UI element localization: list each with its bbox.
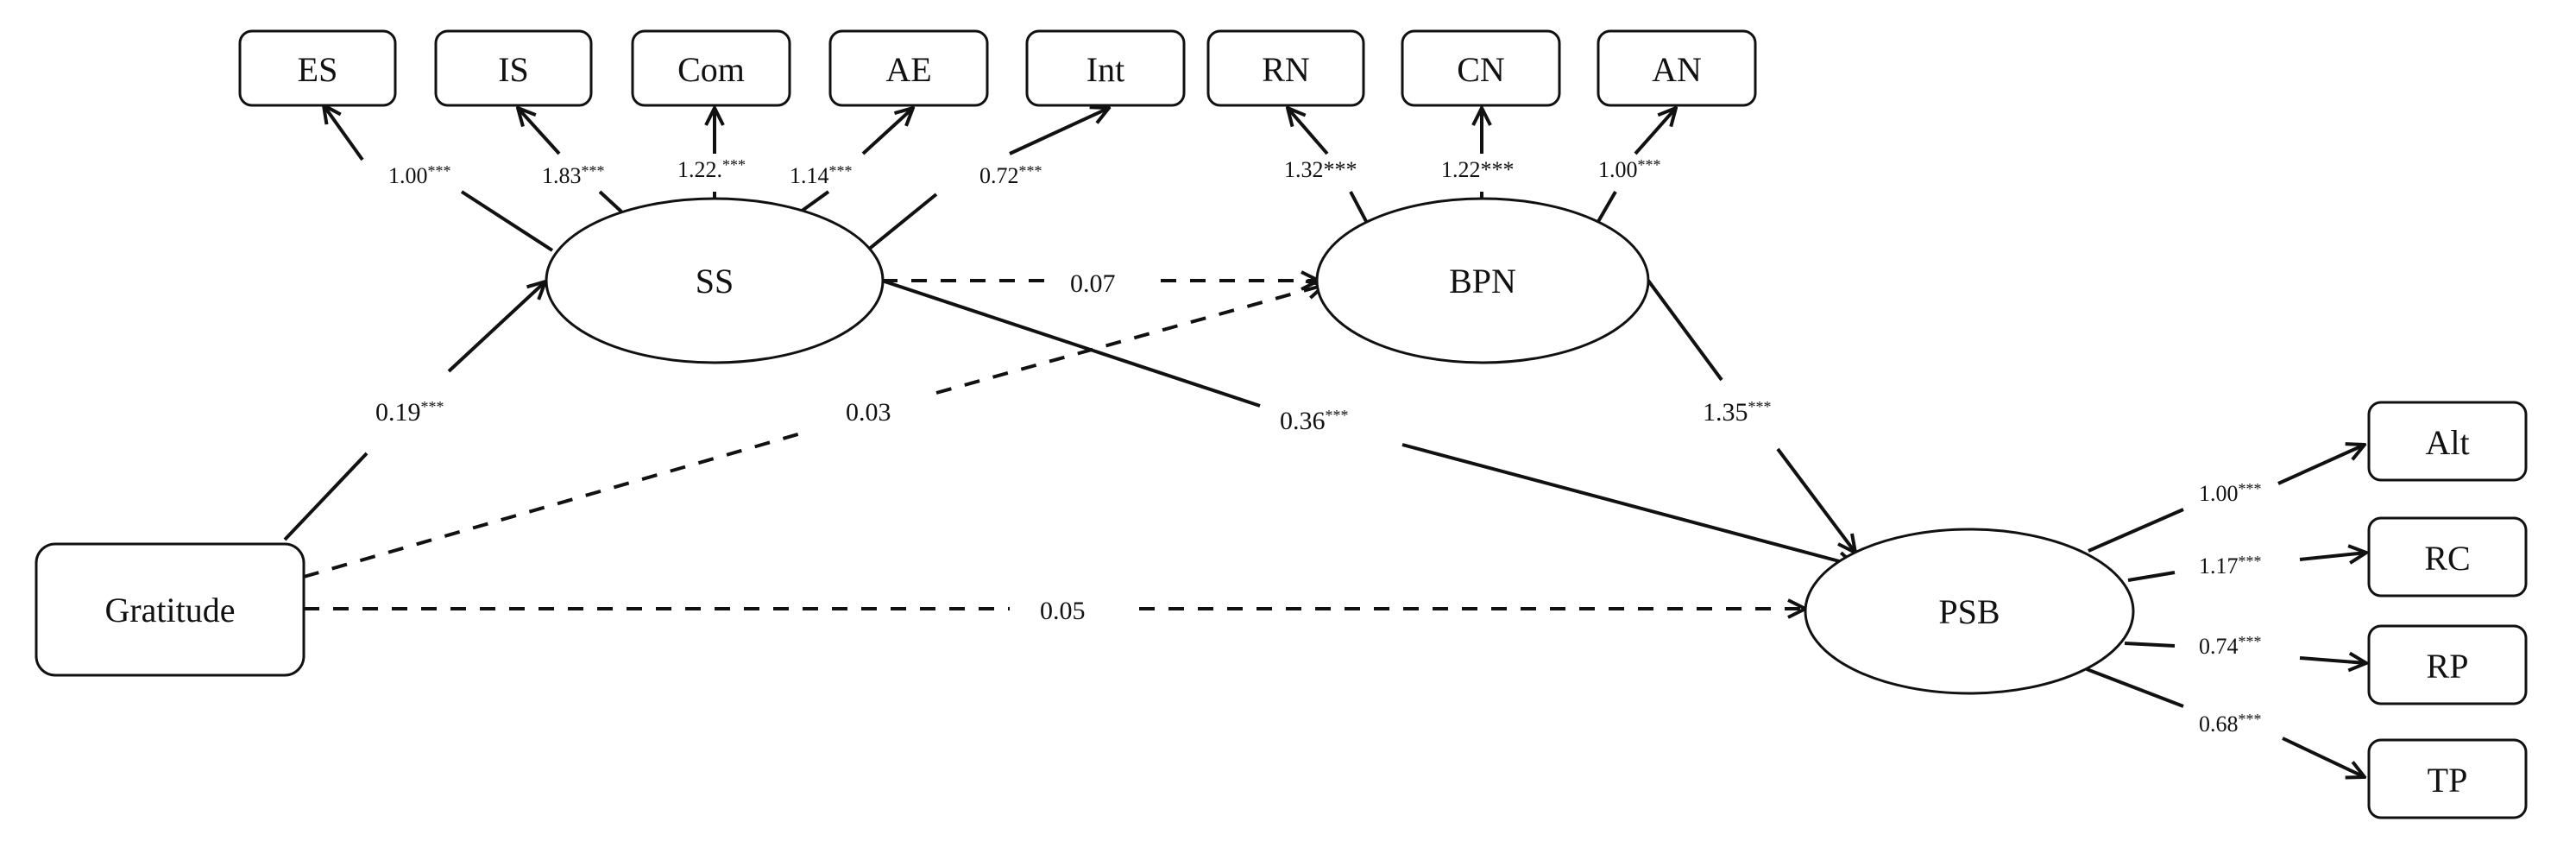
coef-ss-is: 1.83*** xyxy=(542,162,605,188)
edge-psb-tp-right xyxy=(2282,737,2365,777)
edge-grat-bpn-upper xyxy=(935,285,1325,395)
node-cn: CN xyxy=(1401,29,1561,107)
edge-psb-alt xyxy=(2088,508,2184,553)
coef-ss-ae: 1.14*** xyxy=(790,162,853,188)
node-an: AN xyxy=(1597,29,1757,107)
node-bpn: BPN xyxy=(1315,197,1650,364)
edge-ss-es xyxy=(460,190,554,252)
edge-psb-rc-right xyxy=(2299,553,2366,560)
coef-bpn-cn: 1.22*** xyxy=(1441,157,1515,182)
node-gratitude-label: Gratitude xyxy=(104,591,235,629)
node-es-label: ES xyxy=(298,50,338,89)
node-rc-label: RC xyxy=(2424,539,2470,578)
coef-grat-psb: 0.05 xyxy=(1040,597,1086,625)
edge-grat-bpn xyxy=(303,430,808,579)
edge-ss-is-upper xyxy=(518,108,561,155)
coef-grat-ss: 0.19*** xyxy=(375,398,444,427)
coef-ss-es: 1.00*** xyxy=(388,162,451,188)
edge-ss-ae-upper xyxy=(861,108,913,155)
edge-ss-is xyxy=(598,190,623,213)
node-ss: SS xyxy=(545,197,885,364)
edge-bpn-psb-lower xyxy=(1776,447,1855,553)
edge-psb-rp xyxy=(2124,642,2176,648)
coef-bpn-psb: 1.35*** xyxy=(1703,398,1772,427)
edge-grat-ss-upper xyxy=(447,281,545,373)
edge-bpn-psb xyxy=(1647,279,1723,382)
coef-ss-bpn: 0.07 xyxy=(1070,269,1116,298)
node-tp-label: TP xyxy=(2428,761,2468,800)
edge-bpn-rn xyxy=(1349,191,1370,225)
node-is: IS xyxy=(434,29,593,107)
edge-psb-rc xyxy=(2127,571,2176,582)
node-alt-label: Alt xyxy=(2425,423,2469,462)
node-ae-label: AE xyxy=(885,50,931,89)
coef-ss-int: 0.72*** xyxy=(979,162,1042,188)
edge-bpn-rn-upper xyxy=(1288,108,1329,155)
coef-grat-bpn: 0.03 xyxy=(846,398,891,427)
coef-ss-com: 1.22.*** xyxy=(677,156,746,182)
node-ss-label: SS xyxy=(696,262,734,300)
node-com: Com xyxy=(631,29,791,107)
coef-psb-rc: 1.17*** xyxy=(2199,553,2262,579)
nodes: ES IS Com AE Int RN CN AN xyxy=(35,29,2528,819)
node-rn: RN xyxy=(1206,29,1365,107)
node-rn-label: RN xyxy=(1262,50,1310,89)
edge-ss-int xyxy=(866,193,938,252)
coef-psb-tp: 0.68*** xyxy=(2199,711,2262,737)
coef-bpn-an: 1.00*** xyxy=(1598,156,1661,182)
node-alt: Alt xyxy=(2367,401,2528,482)
edge-grat-ss xyxy=(283,452,368,541)
node-es: ES xyxy=(238,29,397,107)
edge-ss-es-upper xyxy=(324,105,364,161)
node-tp: TP xyxy=(2367,738,2528,819)
node-ae: AE xyxy=(828,29,989,107)
coef-bpn-rn: 1.32*** xyxy=(1284,157,1357,182)
node-rp-label: RP xyxy=(2427,647,2469,686)
node-an-label: AN xyxy=(1652,50,1702,89)
node-bpn-label: BPN xyxy=(1449,262,1516,300)
node-is-label: IS xyxy=(498,50,529,89)
coefficient-labels: 1.00*** 1.83*** 1.22.*** 1.14*** 0.72***… xyxy=(375,156,2262,737)
edge-ss-psb xyxy=(881,279,1261,408)
coef-psb-alt: 1.00*** xyxy=(2199,480,2262,506)
edge-ss-psb-lower xyxy=(1401,443,1855,566)
node-psb-label: PSB xyxy=(1938,592,2000,631)
edge-bpn-an xyxy=(1595,190,1617,226)
coef-psb-rp: 0.74*** xyxy=(2199,633,2262,659)
edge-psb-alt-right xyxy=(2277,445,2365,485)
coef-ss-psb: 0.36*** xyxy=(1280,407,1349,435)
edge-ss-int-upper xyxy=(1009,108,1109,155)
node-psb: PSB xyxy=(1804,528,2135,695)
edge-psb-rp-right xyxy=(2299,658,2366,663)
edges xyxy=(283,105,2366,777)
node-cn-label: CN xyxy=(1457,50,1505,89)
node-com-label: Com xyxy=(677,50,745,89)
node-int: Int xyxy=(1025,29,1186,107)
node-rp: RP xyxy=(2367,624,2528,705)
edge-bpn-an-upper xyxy=(1634,108,1676,155)
edge-psb-tp xyxy=(2086,667,2184,708)
node-gratitude: Gratitude xyxy=(35,542,305,677)
edge-ss-ae xyxy=(799,190,830,213)
node-rc: RC xyxy=(2367,516,2528,598)
dashed-edges xyxy=(303,281,1805,609)
node-int-label: Int xyxy=(1086,50,1124,89)
